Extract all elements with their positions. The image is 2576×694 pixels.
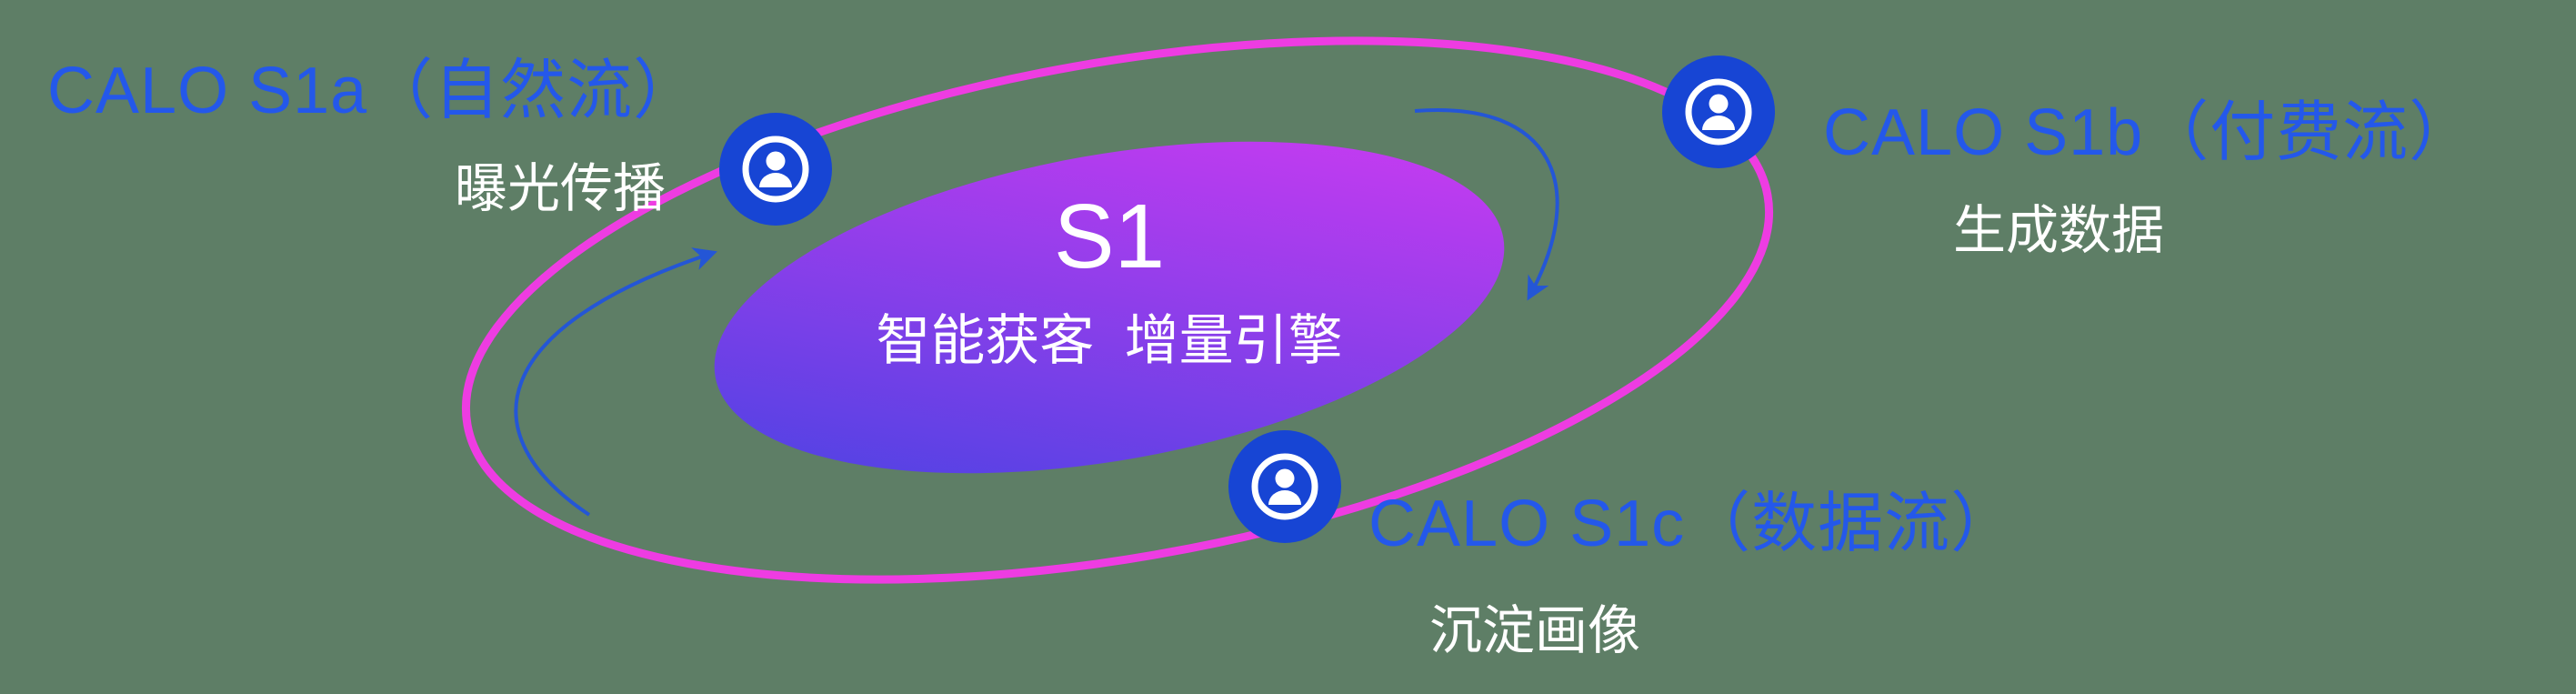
flow-arrow-left [514, 247, 717, 517]
node-s1c-subtitle: 沉淀画像 [1429, 601, 1641, 660]
node-s1a-subtitle: 曝光传播 [455, 159, 667, 218]
node-s1c-title: CALO S1c（数据流） [1368, 488, 2018, 560]
orbit-ring [461, 36, 1774, 584]
core-ellipse [714, 141, 1505, 474]
flow-arrow-right [1414, 107, 1559, 301]
node-s1b-subtitle: 生成数据 [1953, 201, 2165, 260]
person-icon [719, 113, 832, 226]
node-s1b-title: CALO S1b（付费流） [1823, 96, 2476, 169]
core-label: S1 智能获客 增量引擎 [837, 191, 1382, 376]
person-icon [1228, 430, 1341, 543]
node-s1a-title: CALO S1a（自然流） [47, 55, 700, 127]
core-title: S1 [1053, 186, 1166, 287]
core-subtitle: 智能获客 增量引擎 [876, 310, 1343, 371]
person-icon [1662, 55, 1775, 168]
